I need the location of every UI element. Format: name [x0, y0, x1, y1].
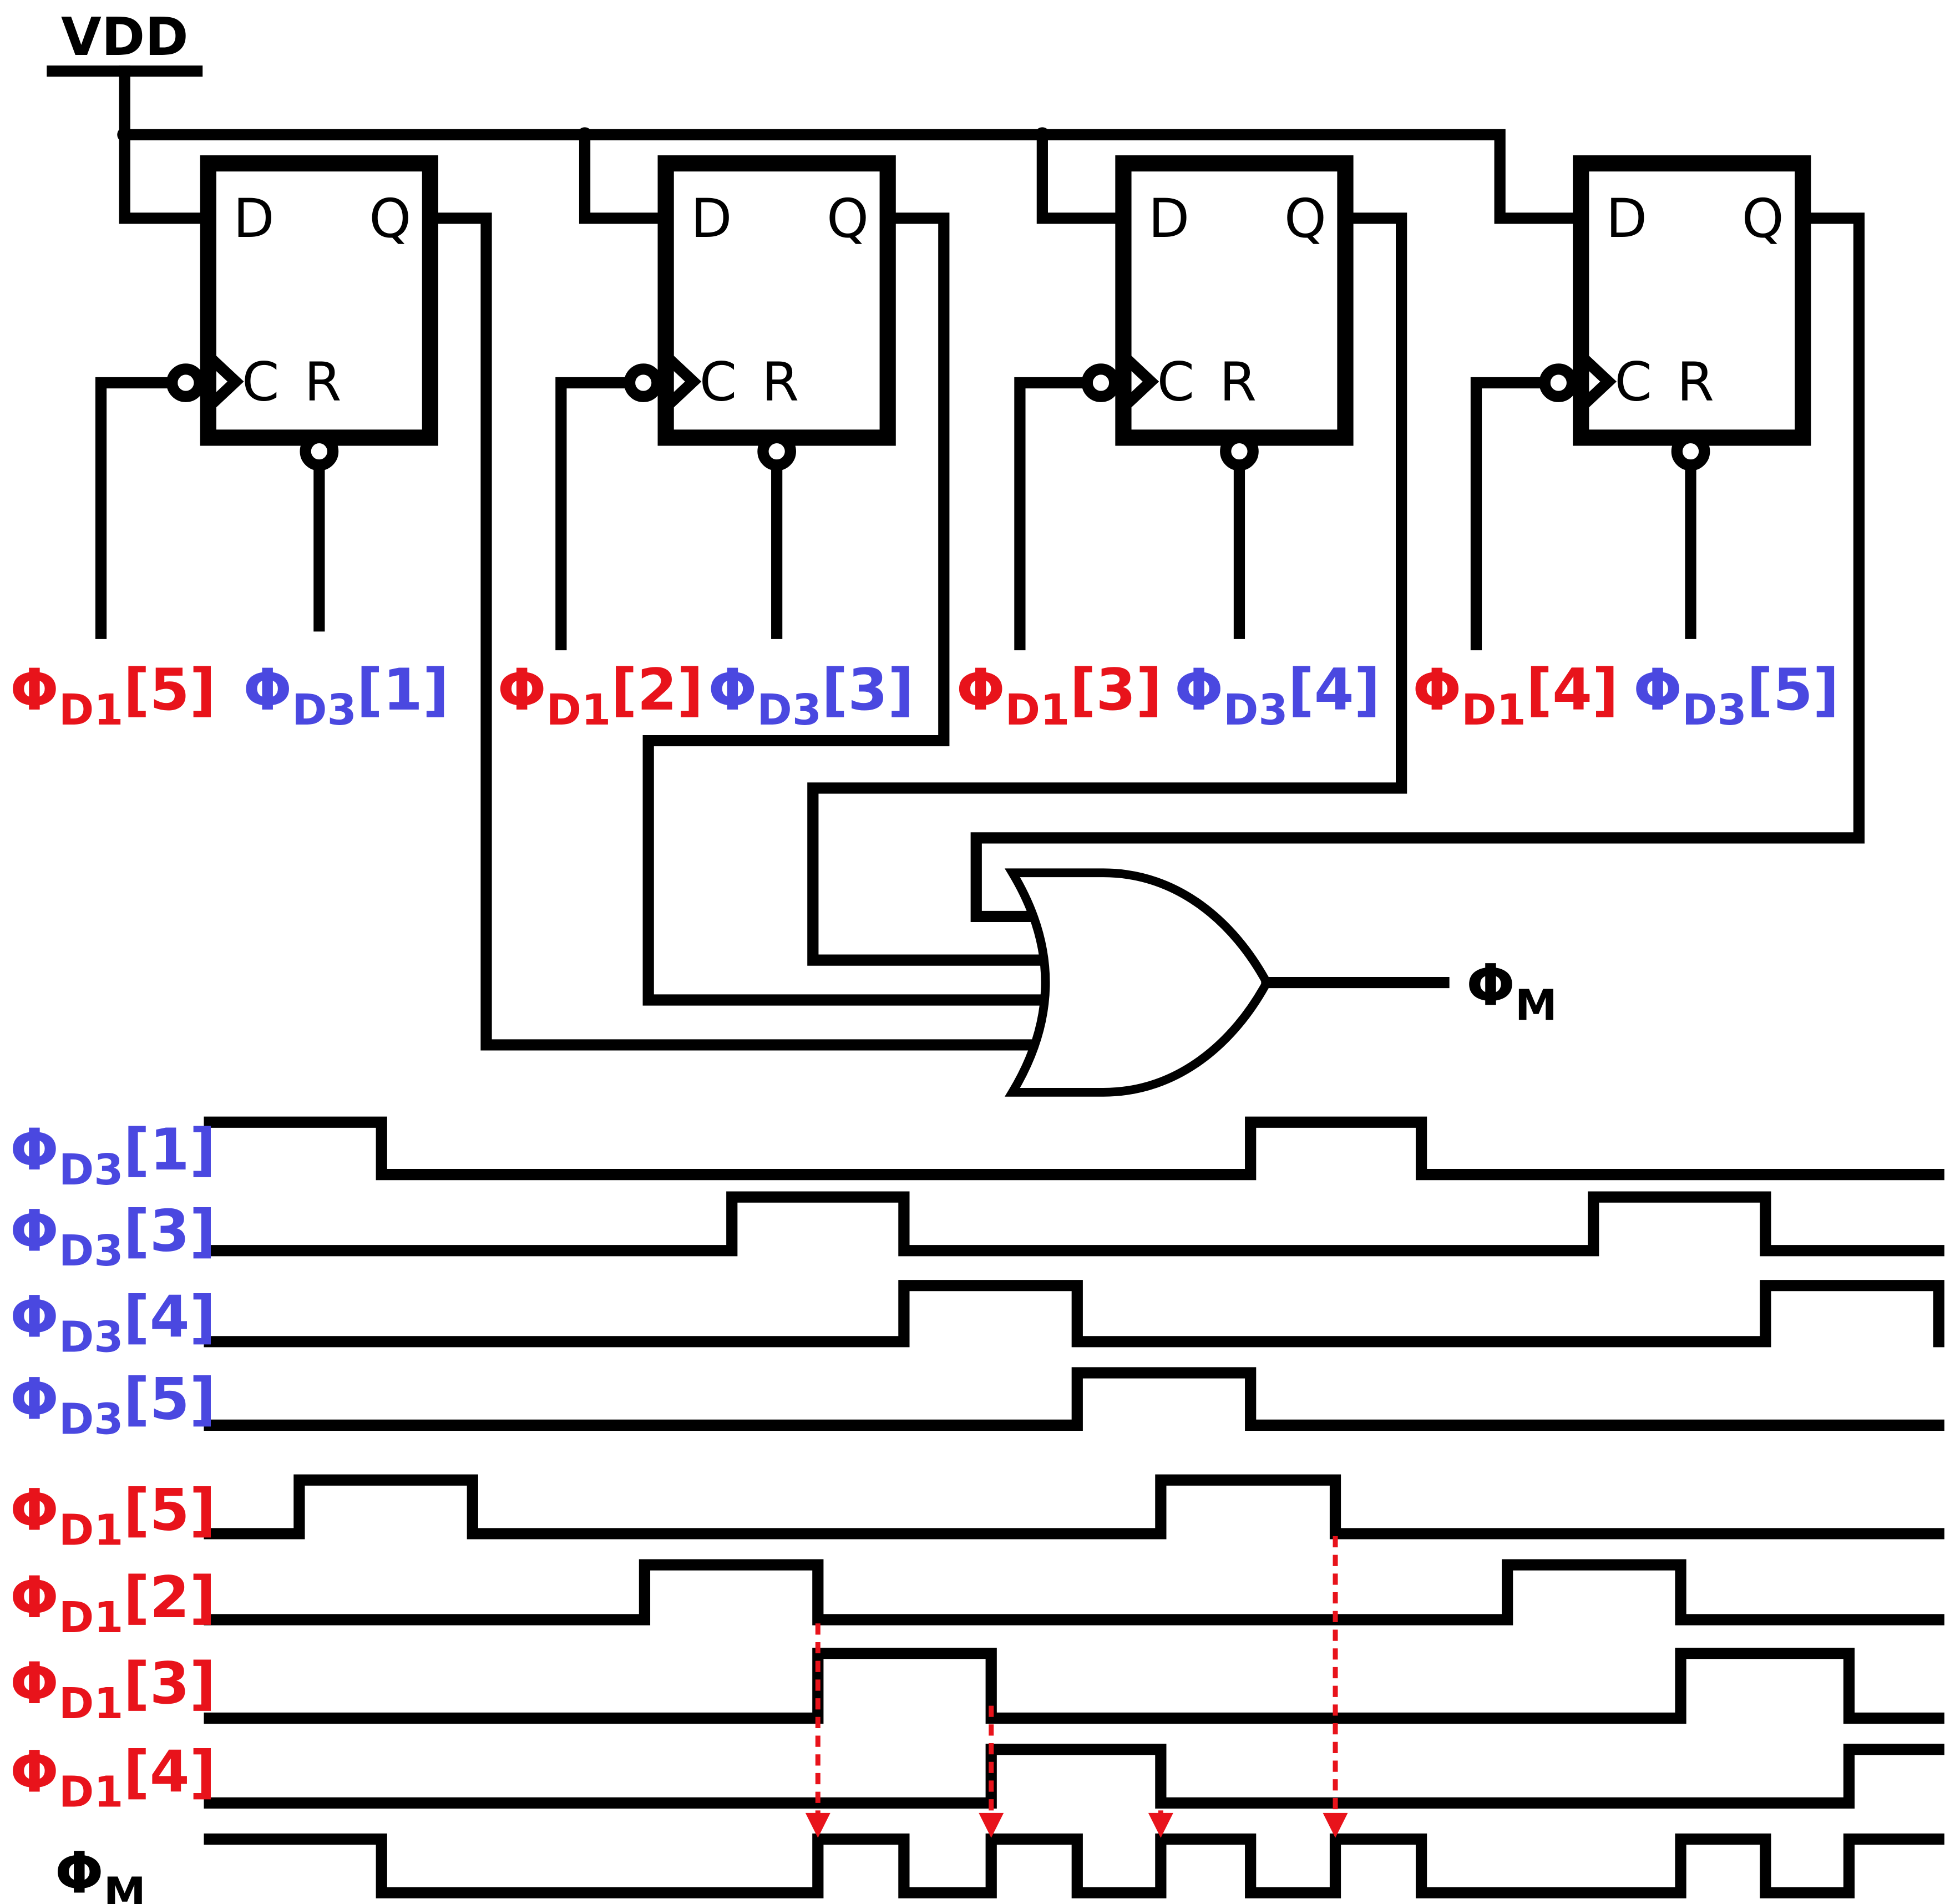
flip-flop-2: D Q C R ΦD1[2] ΦD3[3]: [498, 155, 914, 735]
flip-flop-body: [1573, 155, 1811, 446]
waveform-label: ΦD3[5]: [10, 1366, 216, 1445]
q-output-wire-4: [970, 212, 1865, 923]
pin-d-label: D: [1148, 187, 1189, 250]
vdd-bus: [119, 129, 1587, 224]
or-output-label: ΦM: [1466, 953, 1557, 1031]
waveform-d3-5: [204, 1367, 1944, 1431]
reset-input-label: ΦD3[5]: [1633, 657, 1839, 735]
q-output-wire-1: [424, 212, 1041, 1051]
waveform-label: ΦD3[4]: [10, 1284, 216, 1362]
pin-d-label: D: [1606, 187, 1647, 250]
clock-edge-icon: [207, 355, 244, 408]
reset-input-label: ΦD3[3]: [708, 657, 914, 735]
pin-r-label: R: [1677, 351, 1714, 413]
clock-input-label: ΦD1[5]: [10, 657, 216, 735]
clock-input-label: ΦD1[4]: [1412, 657, 1618, 735]
waveform-d3-3: [204, 1191, 1944, 1257]
waveform-label: ΦD1[4]: [10, 1739, 216, 1817]
arrowhead-icon: [805, 1812, 830, 1838]
d-input-wire: [579, 129, 672, 224]
schematic: VDD D Q C R ΦD1[5] ΦD3[1] D Q: [10, 7, 1865, 1097]
waveform-label: ΦM: [55, 1840, 146, 1904]
clock-edge-icon: [1580, 355, 1617, 408]
arrowhead-icon: [1323, 1812, 1348, 1838]
arrowhead-icon: [1148, 1812, 1173, 1838]
waveform-label: ΦD1[5]: [10, 1477, 216, 1556]
waveform-label: ΦD1[2]: [10, 1564, 216, 1643]
clock-wire: [95, 377, 178, 639]
pin-q-label: Q: [827, 187, 869, 250]
waveform-label: ΦD3[1]: [10, 1117, 216, 1195]
timing-diagram: ΦD3[1]ΦD3[3]ΦD3[4]ΦD3[5]ΦD1[5]ΦD1[2]ΦD1[…: [10, 1116, 1944, 1904]
pin-c-label: C: [700, 351, 737, 413]
waveform-label: ΦD1[3]: [10, 1650, 216, 1729]
pin-r-label: R: [304, 351, 341, 413]
waveform-d3-1: [204, 1116, 1944, 1181]
clock-edge-icon: [665, 355, 702, 408]
reset-input-label: ΦD3[4]: [1174, 657, 1380, 735]
pin-d-label: D: [691, 187, 732, 250]
or-gate: [1005, 868, 1272, 1097]
clock-wire: [1470, 377, 1551, 651]
waveform-label: ΦD3[3]: [10, 1198, 216, 1276]
d-input-wire: [1036, 129, 1129, 224]
clock-edge-icon: [1123, 355, 1159, 408]
pin-q-label: Q: [1742, 187, 1784, 250]
clock-wire: [1014, 377, 1093, 651]
arrowhead-icon: [979, 1812, 1004, 1838]
pin-q-label: Q: [1284, 187, 1326, 250]
pin-q-label: Q: [369, 187, 411, 250]
clock-input-label: ΦD1[2]: [498, 657, 703, 735]
clock-input-label: ΦD1[3]: [956, 657, 1162, 735]
flip-flop-3: D Q C R ΦD1[3] ΦD3[4]: [956, 155, 1380, 735]
d-input-wire: [119, 129, 214, 224]
waveform-d1-5: [204, 1474, 1944, 1540]
vdd-label: VDD: [61, 7, 189, 68]
pin-r-label: R: [1219, 351, 1257, 413]
waveform-d1-4: [204, 1744, 1944, 1809]
pin-c-label: C: [1157, 351, 1194, 413]
pin-d-label: D: [233, 187, 274, 250]
q-output-wire-2: [642, 212, 1056, 1006]
flip-flop-body: [200, 155, 438, 446]
pin-r-label: R: [762, 351, 799, 413]
clock-wire: [555, 377, 636, 651]
waveform-d1-3: [204, 1648, 1944, 1724]
q-output-wire-3: [807, 212, 1407, 966]
pin-c-label: C: [242, 351, 279, 413]
waveform-d1-2: [204, 1559, 1944, 1626]
flip-flop-4: D Q C R ΦD1[4] ΦD3[5]: [1412, 155, 1839, 735]
pin-c-label: C: [1614, 351, 1652, 413]
reset-input-label: ΦD3[1]: [243, 657, 449, 735]
flip-flop-1: D Q C R ΦD1[5] ΦD3[1]: [10, 155, 449, 735]
waveform-d3-4: [204, 1280, 1944, 1348]
waveform-m-m: [204, 1833, 1944, 1898]
